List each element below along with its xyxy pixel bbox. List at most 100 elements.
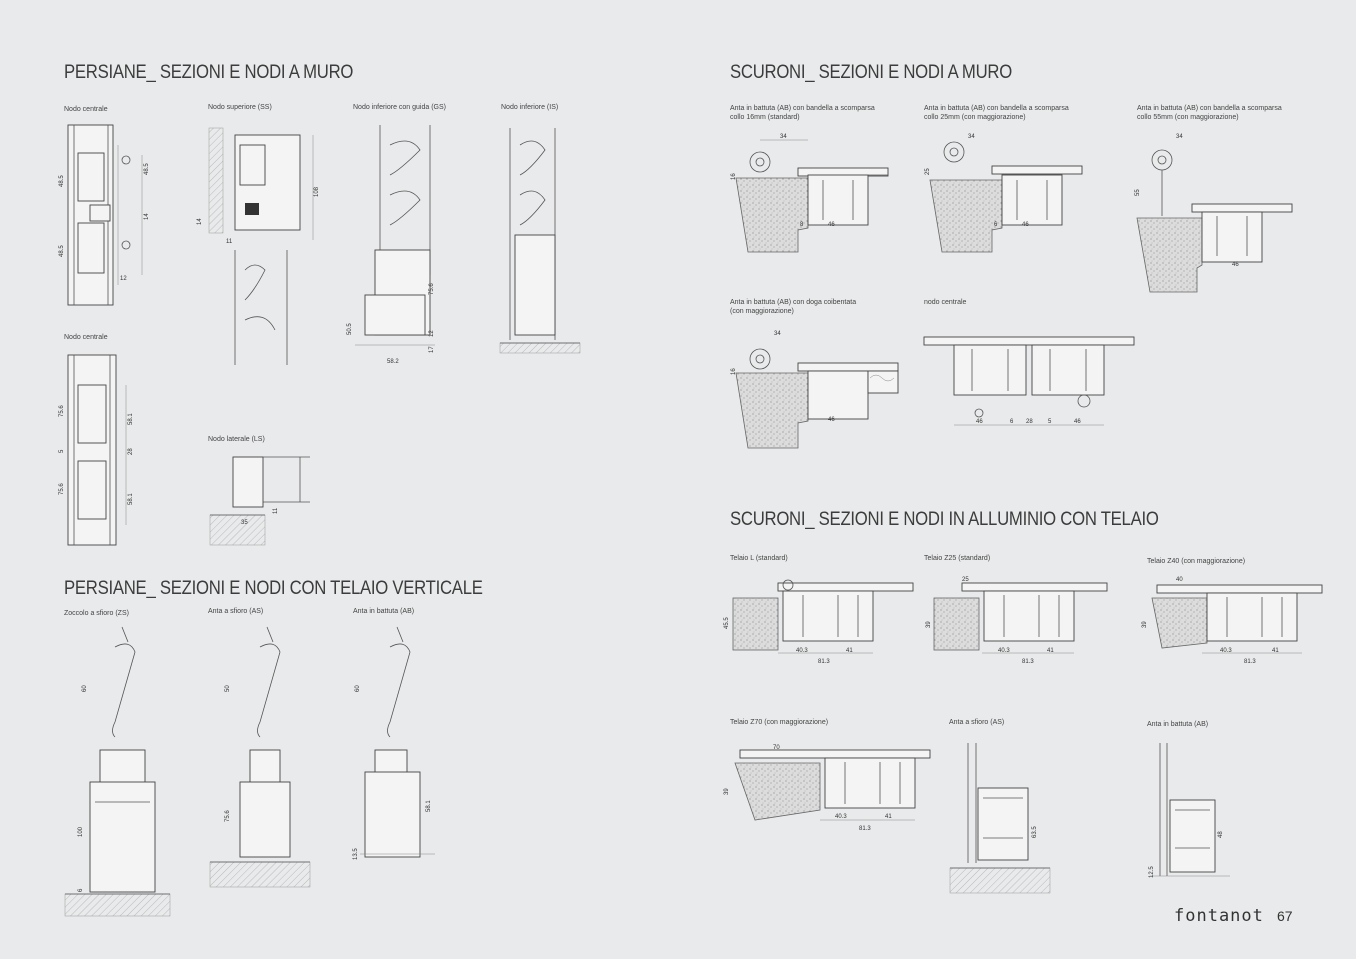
label-nodo-superiore: Nodo superiore (SS)	[208, 104, 272, 111]
dim-58-1-a: 58.1	[128, 413, 134, 425]
label-anta-25-line2: collo 25mm (con maggiorazione)	[924, 114, 1026, 121]
label-telaio-z25: Telaio Z25 (standard)	[924, 555, 991, 562]
label-anta-battuta-scuroni: Anta in battuta (AB)	[1147, 721, 1209, 728]
dim-58-1-ab: 58.1	[426, 800, 432, 812]
dim-28-nc: 28	[128, 448, 134, 455]
brand-logo: fontanot	[1174, 906, 1264, 926]
label-nodo-centrale-scuroni: nodo centrale	[924, 299, 967, 306]
drawing-nodo-laterale: 35 11	[209, 456, 310, 546]
dim-81-3-tz25: 81.3	[1022, 659, 1034, 665]
label-anta-55-line2: collo 55mm (con maggiorazione)	[1137, 114, 1239, 121]
label-anta-55: Anta in battuta (AB) con bandella a scom…	[1137, 104, 1282, 122]
label-telaio-z70: Telaio Z70 (con maggiorazione)	[730, 719, 829, 726]
label-nodo-centrale-2: Nodo centrale	[64, 334, 108, 341]
dim-34-doga: 34	[774, 331, 781, 337]
label-telaio-l: Telaio L (standard)	[730, 555, 788, 562]
dim-48: 48	[1218, 831, 1224, 838]
label-anta-55-line1: Anta in battuta (AB) con bandella a scom…	[1137, 105, 1282, 112]
dim-6-nc: 6	[1010, 419, 1014, 425]
dim-25-tz25: 25	[962, 577, 969, 583]
page-number: 67	[1277, 908, 1293, 924]
dim-108: 108	[314, 186, 320, 197]
section-title-persiane-telaio: PERSIANE_ SEZIONI E NODI CON TELAIO VERT…	[64, 578, 483, 599]
dim-35: 35	[241, 520, 248, 526]
dim-12-gs: 12	[429, 330, 435, 337]
label-doga-line1: Anta in battuta (AB) con doga coibentata	[730, 299, 857, 306]
dim-40-3-tz40: 40.3	[1220, 648, 1232, 654]
label-telaio-z40: Telaio Z40 (con maggiorazione)	[1147, 558, 1246, 565]
dim-6-zs: 6	[78, 888, 84, 892]
drawing-zoccolo-sfioro: 60 100 6	[64, 626, 171, 917]
drawing-nodo-inferiore-guida: 58.2 50.5 75.6 17 12	[347, 125, 435, 365]
drawing-doga-coibentata: 34 46 16	[731, 331, 899, 449]
dim-58-2: 58.2	[387, 359, 399, 365]
drawing-anta-battuta-scuroni: 48 12.5	[1149, 743, 1230, 878]
label-anta-sfioro-persiane: Anta a sfioro (AS)	[208, 608, 264, 615]
drawing-telaio-z40: 40 40.3 41 81.3 39	[1142, 577, 1323, 665]
dim-45-5: 45.5	[724, 617, 730, 629]
dim-63-5: 63.5	[1032, 826, 1038, 838]
dim-16: 16	[731, 173, 737, 180]
label-anta-16: Anta in battuta (AB) con bandella a scom…	[730, 104, 875, 122]
label-anta-25: Anta in battuta (AB) con bandella a scom…	[924, 104, 1069, 122]
dim-46-nc-a: 46	[976, 419, 983, 425]
dim-41-tl: 41	[846, 648, 853, 654]
dim-17: 17	[429, 346, 435, 353]
label-nodo-centrale-1: Nodo centrale	[64, 106, 108, 113]
dim-60-ab: 60	[355, 685, 361, 692]
dim-48-5-c: 48.5	[144, 163, 150, 175]
dim-40-3-tl: 40.3	[796, 648, 808, 654]
dim-46-nc-b: 46	[1074, 419, 1081, 425]
dim-6-a25: 6	[994, 222, 998, 228]
dim-14: 14	[197, 218, 203, 225]
dim-50: 50	[225, 685, 231, 692]
label-zoccolo-sfioro: Zoccolo a sfioro (ZS)	[64, 610, 129, 617]
drawing-anta-55: 34 46 55	[1135, 134, 1293, 293]
dim-40: 40	[1176, 577, 1183, 583]
dim-75-6-b: 75.6	[59, 483, 65, 495]
dim-55: 55	[1135, 189, 1141, 196]
drawing-nodo-inferiore	[499, 128, 581, 354]
label-nodo-inferiore-guida: Nodo inferiore con guida (GS)	[353, 104, 446, 111]
drawing-anta-16: 34 46 8 16	[731, 134, 889, 253]
dim-34-side: 14	[144, 213, 150, 220]
dim-40-3-tz70: 40.3	[835, 814, 847, 820]
label-anta-16-line2: collo 16mm (standard)	[730, 114, 800, 121]
dim-41-tz25: 41	[1047, 648, 1054, 654]
drawing-anta-25: 34 46 6 25	[925, 134, 1083, 253]
label-doga: Anta in battuta (AB) con doga coibentata…	[730, 298, 856, 316]
label-anta-sfioro-scuroni: Anta a sfioro (AS)	[949, 719, 1005, 726]
dim-46-doga: 46	[828, 417, 835, 423]
dim-8-a16: 8	[800, 222, 804, 228]
section-title-persiane-muro: PERSIANE_ SEZIONI E NODI A MURO	[64, 62, 354, 83]
dim-28-scuroni: 28	[1026, 419, 1033, 425]
dim-46-a16: 46	[828, 222, 835, 228]
dim-75-6-as: 75.6	[225, 810, 231, 822]
dim-60-zs: 60	[82, 685, 88, 692]
label-nodo-laterale: Nodo laterale (LS)	[208, 436, 265, 443]
label-anta-25-line1: Anta in battuta (AB) con bandella a scom…	[924, 105, 1069, 112]
dim-81-3-tl: 81.3	[818, 659, 830, 665]
dim-13-5: 13.5	[353, 848, 359, 860]
dim-58-1-b: 58.1	[128, 493, 134, 505]
drawing-nodo-superiore: 108 14 11	[197, 127, 320, 365]
label-anta-16-line1: Anta in battuta (AB) con bandella a scom…	[730, 105, 875, 112]
dim-12-5: 12.5	[1149, 866, 1155, 878]
dim-12-bottom: 12	[120, 276, 127, 282]
dim-39-tz40: 39	[1142, 621, 1148, 628]
drawing-nodo-centrale-1: 48.5 48.5 48.5 14 12	[59, 124, 150, 306]
dim-46-a25: 46	[1022, 222, 1029, 228]
dim-34-a16: 34	[780, 134, 787, 140]
dim-81-3-tz70: 81.3	[859, 826, 871, 832]
label-anta-battuta-persiane: Anta in battuta (AB)	[353, 608, 415, 615]
label-nodo-inferiore: Nodo inferiore (IS)	[501, 104, 559, 111]
dim-75-6-a: 75.6	[59, 405, 65, 417]
dim-11-ls: 11	[273, 507, 279, 514]
label-doga-line2: (con maggiorazione)	[730, 308, 794, 315]
dim-48-5-a: 48.5	[59, 175, 65, 187]
dim-50-5: 50.5	[347, 323, 353, 335]
dim-41-tz70: 41	[885, 814, 892, 820]
dim-40-3-tz25: 40.3	[998, 648, 1010, 654]
drawing-anta-battuta-persiane: 60 58.1 13.5	[353, 626, 435, 860]
dim-34-a25: 34	[968, 134, 975, 140]
